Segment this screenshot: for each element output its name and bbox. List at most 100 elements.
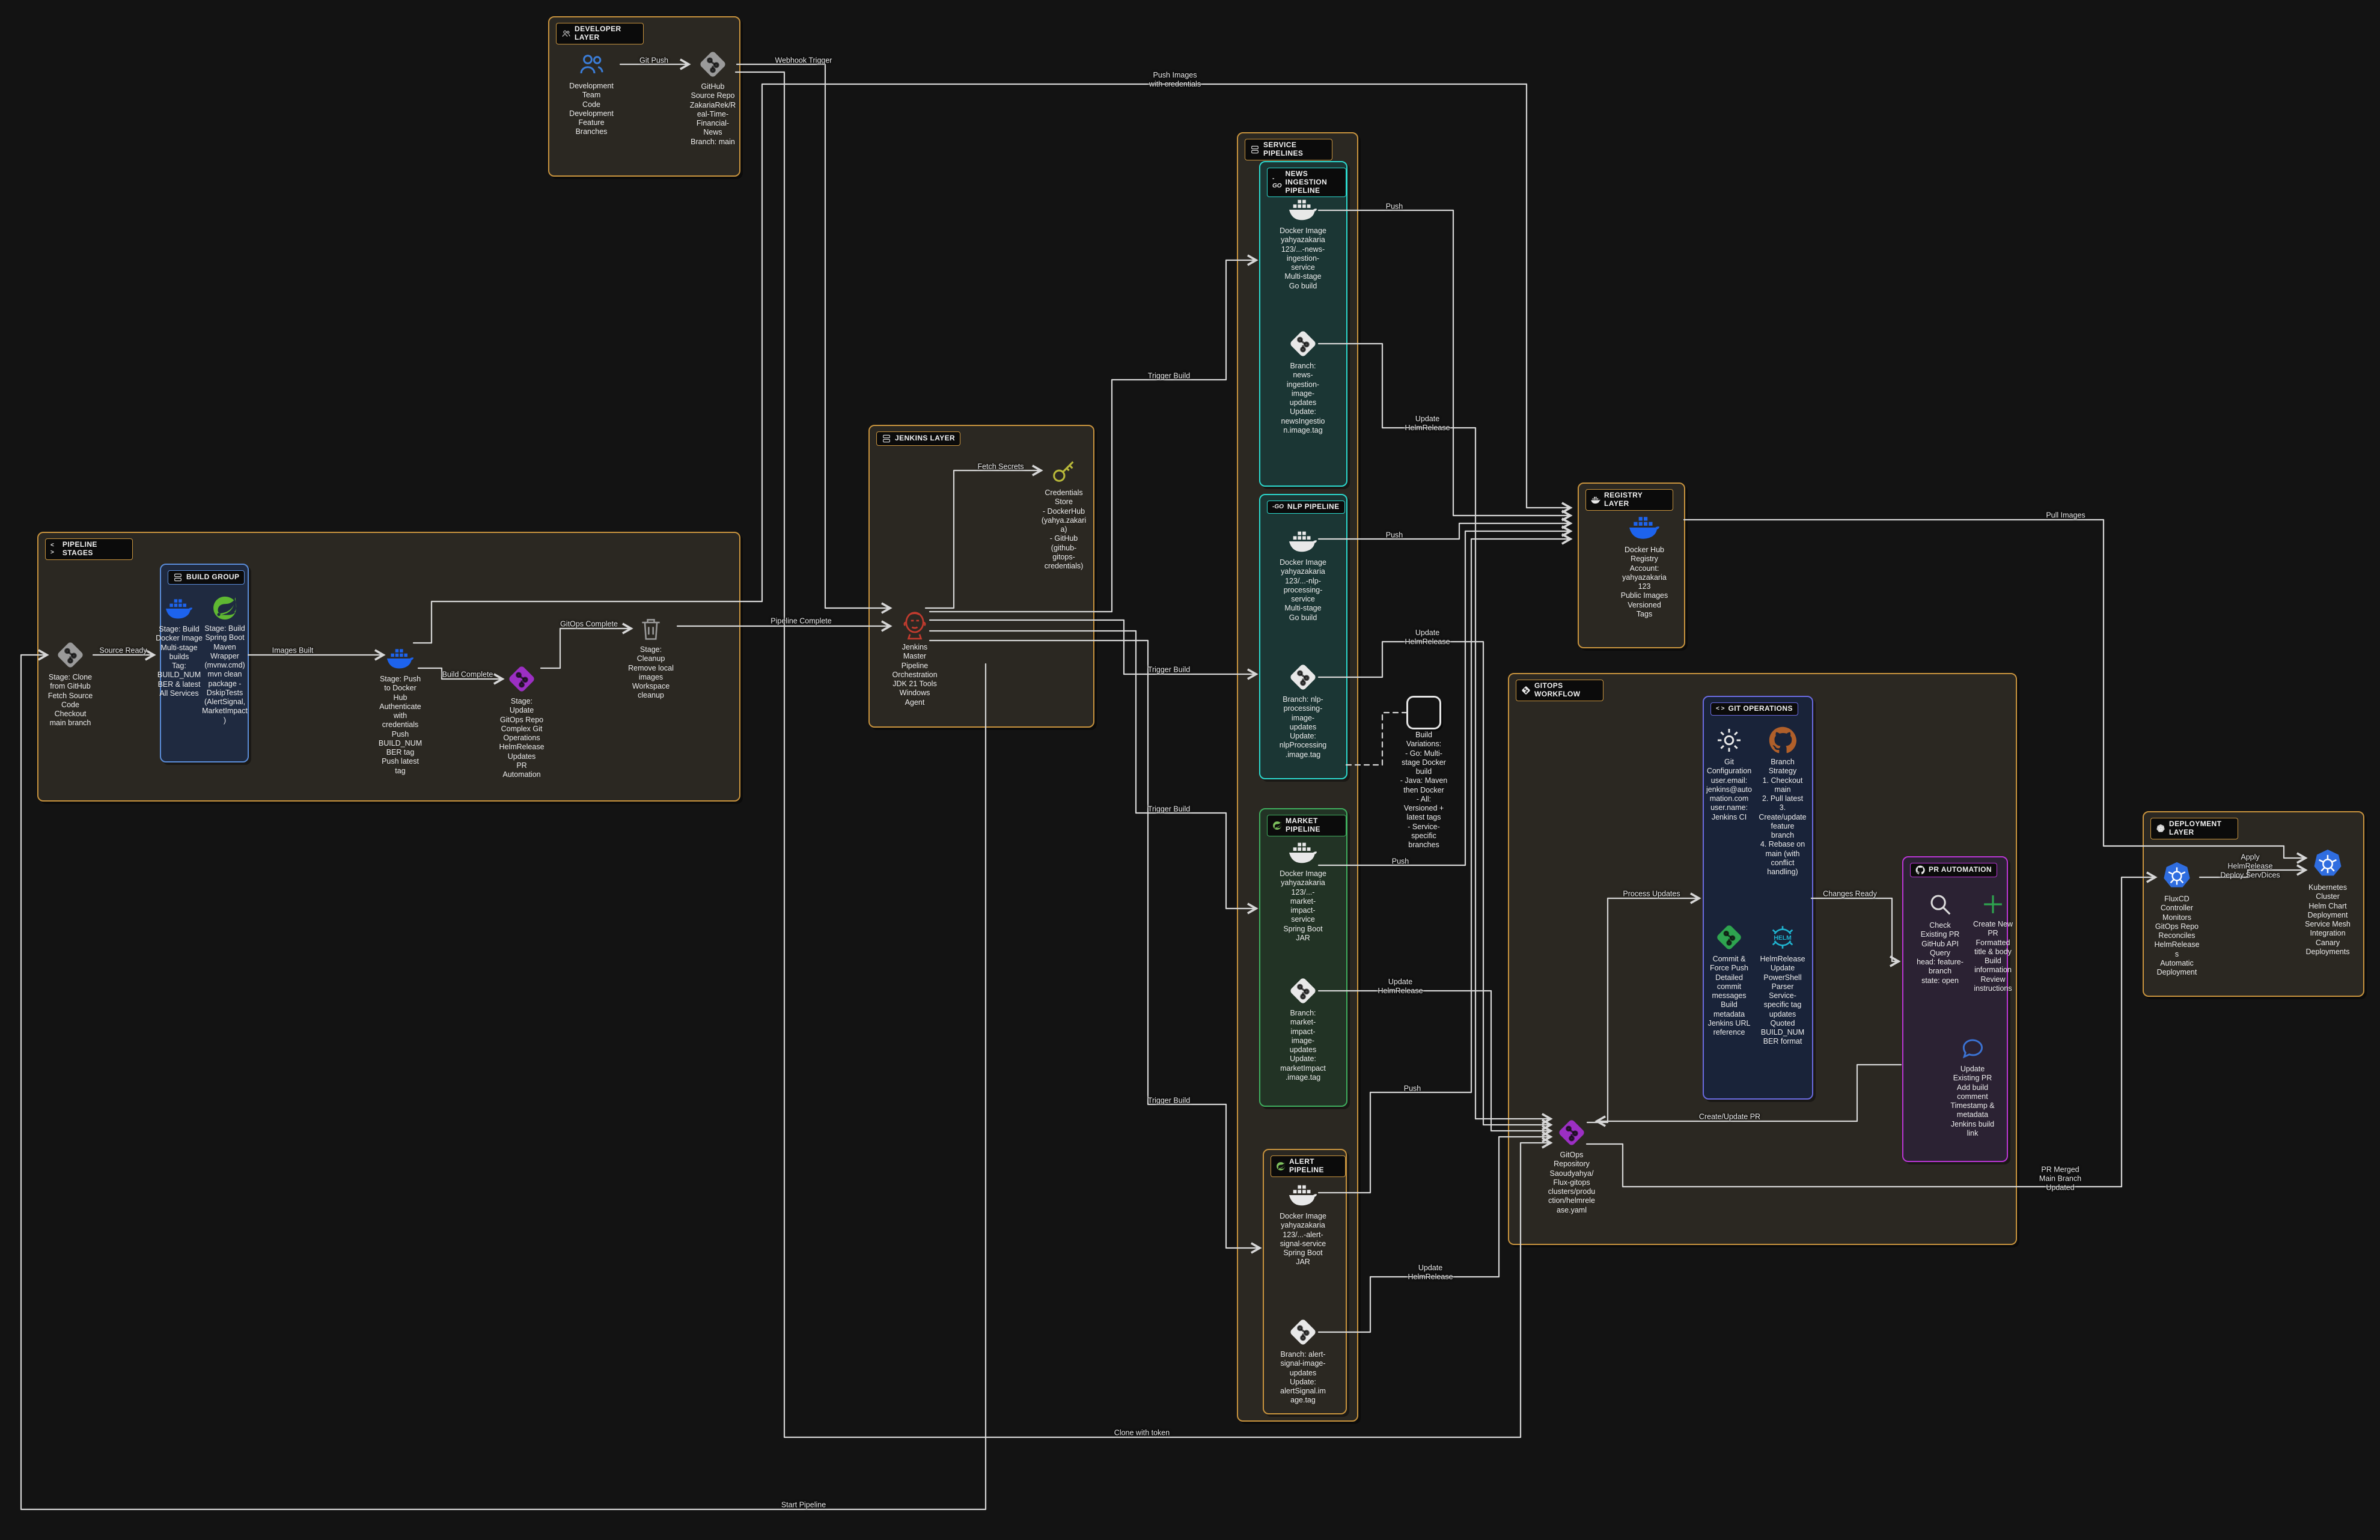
edge-push-market [1317,525,1573,866]
market-pipeline-chip: MARKET PIPELINE [1267,815,1346,836]
pr-automation-chip: PR AUTOMATION [1910,863,1997,877]
search-icon [1926,890,1954,918]
git-config: Git Configuration user.email: jenkins@au… [1706,758,1752,821]
market-docker: Docker Image yahyazakaria 123/...- marke… [1280,869,1326,942]
edge-apply-helm [2198,864,2308,878]
label-update-helm-market: Update HelmRelease [1378,978,1423,995]
pipeline-stages-chip: < >PIPELINE STAGES [45,538,133,560]
edge-push-alert [1317,533,1573,1194]
docker-icon [1289,526,1317,555]
edge-build-complete [417,667,505,685]
kubernetes-cluster: Kubernetes Cluster Helm Chart Deployment… [2305,883,2351,956]
branch-strategy: Branch Strategy 1. Checkout main 2. Pull… [1759,758,1807,876]
label-create-update-pr: Create/Update PR [1698,1112,1761,1121]
build-group: BUILD GROUP [160,564,249,762]
docker-icon [1629,511,1660,543]
label-fetch-secrets: Fetch Secrets [977,462,1024,471]
push-docker-stage: Stage: Push to Docker Hub Authenticate w… [378,675,423,775]
git-icon [1288,976,1318,1006]
helm-icon [1768,923,1797,952]
jenkins-layer: JENKINS LAYER [868,425,1094,728]
registry-layer: REGISTRY LAYER [1578,482,1685,648]
alert-pipeline-label: ALERT PIPELINE [1289,1157,1324,1174]
update-existing-pr: Update Existing PR Add build comment Tim… [1950,1065,1995,1137]
edge-gitops-complete [540,622,633,669]
label-clone-token: Clone with token [1114,1428,1170,1437]
deployment-layer-label: DEPLOYMENT LAYER [2169,820,2222,836]
gitops-workflow-chip: GITOPS WORKFLOW [1516,680,1603,701]
docker-icon [1289,1180,1317,1209]
comment-icon [1959,1035,1986,1062]
dev-team: Development Team Code Development Featur… [569,82,614,136]
people-icon [577,50,606,79]
jenkins-layer-label: JENKINS LAYER [895,434,956,443]
build-spring-stage: Stage: Build Spring Boot Maven Wrapper (… [202,624,248,725]
build-docker-stage: Stage: Build Docker Image Multi-stage bu… [156,625,203,698]
alert-pipeline-chip: ALERT PIPELINE [1271,1155,1346,1177]
helmrelease-update: HelmRelease Update PowerShell Parser Ser… [1760,955,1805,1046]
label-push-news: Push [1385,202,1403,211]
trash-icon [638,616,664,642]
label-images-built: Images Built [272,646,314,655]
edge-push-nlp [1317,517,1573,540]
clone-stage: Stage: Clone from GitHub Fetch Source Co… [47,673,93,728]
label-pull-images: Pull Images [2046,511,2086,520]
jenkins-icon [900,610,930,640]
commit-force-push: Commit & Force Push Detailed commit mess… [1707,955,1751,1036]
code-icon: < > [1716,705,1725,713]
edge-update-helm-nlp [1317,641,1553,1131]
jenkins-layer-chip: JENKINS LAYER [876,431,961,446]
git-operations-label: GIT OPERATIONS [1728,704,1793,713]
service-pipelines-chip: SERVICE PIPELINES [1245,139,1332,160]
service-pipelines-label: SERVICE PIPELINES [1263,141,1304,157]
developer-layer: DEVELOPER LAYER [548,16,740,177]
edge-changes-ready [1810,897,1901,967]
credentials-store: Credentials Store - DockerHub (yahya.zak… [1041,488,1087,570]
market-git: Branch: market- impact- image- updates U… [1280,1009,1326,1082]
check-existing-pr: Check Existing PR GitHub API Query head:… [1917,921,1964,985]
build-variations-note: Build Variations: - Go: Multi- stage Doc… [1400,731,1448,849]
nlp-docker: Docker Image yahyazakaria 123/...-nlp- p… [1280,558,1326,622]
market-pipeline-label: MARKET PIPELINE [1286,817,1320,833]
label-trigger-build-nlp: Trigger Build [1147,665,1191,674]
news-ingestion-pipeline-label: NEWS INGESTION PIPELINE [1285,169,1328,195]
fluxcd-controller: FluxCD Controller Monitors GitOps Repo R… [2154,895,2200,976]
docker-icon [386,644,414,672]
label-update-helm-news: Update HelmRelease [1405,415,1450,432]
label-start-pipeline: Start Pipeline [781,1500,826,1509]
k8s-icon [2311,848,2344,880]
docker-icon [1289,838,1317,866]
label-source-ready: Source Ready [99,646,147,655]
market-pipeline: MARKET PIPELINE [1259,808,1347,1107]
label-push-nlp: Push [1385,531,1403,540]
spring-icon [212,595,238,621]
edge-create-update-pr [1594,1064,1902,1127]
git-icon [1715,923,1744,952]
edge-fetch-secrets [924,464,1043,609]
docker-icon [165,594,193,622]
edge-update-helm-market [1317,990,1553,1137]
edge-trigger-alert [929,639,1262,1254]
git-icon [1557,1118,1587,1148]
pr-automation-label: PR AUTOMATION [1929,865,1992,874]
git-operations-chip: < >GIT OPERATIONS [1710,702,1798,716]
code-icon: < > [50,542,54,556]
git-icon [698,49,728,79]
github-source: GitHub Source Repo ZakariaRek/R eal-Time… [689,82,736,146]
pr-automation: PR AUTOMATION [1902,856,2008,1162]
cleanup-stage: Stage: Cleanup Remove local images Works… [628,645,674,700]
edge-webhook [736,63,892,614]
git-icon [1288,662,1318,692]
pipeline-stages: < >PIPELINE STAGES [37,532,740,802]
edge-update-helm-news [1317,342,1553,1125]
build-variations-note-shape [1406,696,1441,729]
label-changes-ready: Changes Ready [1823,889,1877,898]
alert-docker: Docker Image yahyazakaria 123/...-alert-… [1280,1212,1326,1267]
edge-process-updates [1586,892,1701,1124]
gear-icon [1715,726,1744,755]
news-docker: Docker Image yahyazakaria 123/...-news- … [1280,227,1326,290]
news-git: Branch: news- ingestion- image- updates … [1281,362,1325,434]
